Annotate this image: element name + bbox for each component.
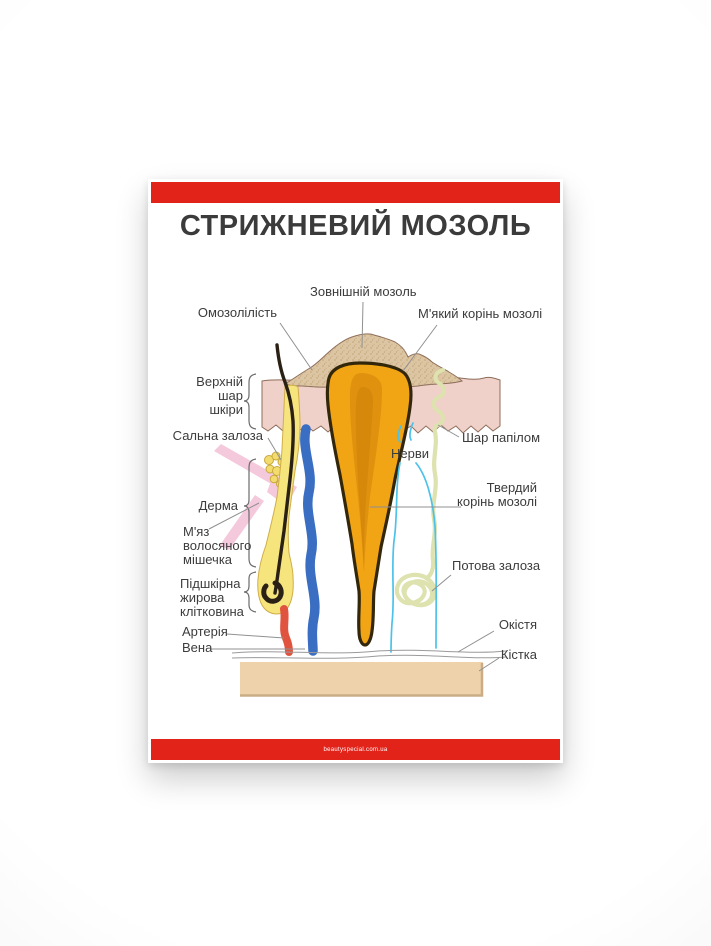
- label-sebaceous-gland: Сальна залоза: [172, 428, 263, 443]
- sweat-gland-shape: [394, 367, 446, 608]
- hair-shaft-shape: [273, 343, 295, 595]
- brace-subcutaneous: [243, 571, 257, 613]
- bone-shape: [240, 662, 484, 697]
- leader-lines: [208, 301, 500, 672]
- leader-callosity: [279, 322, 313, 371]
- footer-bar: beautyspecial.com.ua: [151, 739, 560, 760]
- callus-core-shape: [325, 361, 413, 647]
- leader-artery: [226, 633, 285, 639]
- label-bone: Кістка: [500, 647, 537, 662]
- periosteum-lines: [231, 649, 507, 659]
- hair-follicle-shape: [257, 384, 301, 615]
- label-sweat-gland: Потова залоза: [452, 558, 541, 573]
- footer-url: beautyspecial.com.ua: [323, 746, 388, 753]
- artery-shape: [280, 605, 293, 656]
- label-subcutaneous-fat: Підшкірна жирова клітковина: [180, 576, 244, 619]
- label-derma: Дерма: [198, 498, 238, 513]
- label-soft-root: М'який корінь мозолі: [418, 306, 543, 321]
- label-hard-root: Твердий корінь мозолі: [457, 480, 537, 509]
- label-nerves: Нерви: [391, 446, 430, 461]
- label-periosteum: Окістя: [498, 617, 537, 632]
- vein-shape: [300, 424, 320, 656]
- leader-sebaceous: [267, 437, 282, 461]
- label-braces: [243, 373, 257, 613]
- leader-hair-muscle: [208, 502, 260, 530]
- leader-papilloma: [437, 424, 460, 438]
- hair-root-shape: [261, 580, 284, 604]
- leader-bone: [478, 657, 500, 672]
- leader-sweat-gland: [431, 574, 452, 592]
- poster: СТРИЖНЕВИЙ МОЗОЛЬ: [148, 179, 563, 763]
- label-hair-sac-muscle: М'яз волосяного мішечка: [183, 524, 252, 567]
- label-papilloma-layer: Шар папілом: [462, 430, 541, 445]
- label-outer-callus: Зовнішній мозоль: [310, 284, 417, 299]
- poster-title: СТРИЖНЕВИЙ МОЗОЛЬ: [179, 210, 532, 242]
- label-artery: Артерія: [182, 624, 228, 639]
- top-accent-bar: [151, 182, 560, 203]
- label-vein: Вена: [182, 640, 213, 655]
- brace-upper-skin: [243, 373, 257, 430]
- nerve-lines: [390, 422, 438, 653]
- label-callosity: Омозолілість: [197, 305, 277, 320]
- label-upper-skin: Верхній шар шкіри: [196, 374, 243, 417]
- leader-periosteum: [457, 630, 495, 653]
- brace-derma: [243, 458, 257, 568]
- anatomy-diagram: [208, 301, 507, 697]
- leader-outer-callus: [361, 301, 364, 349]
- leader-soft-root: [402, 324, 438, 372]
